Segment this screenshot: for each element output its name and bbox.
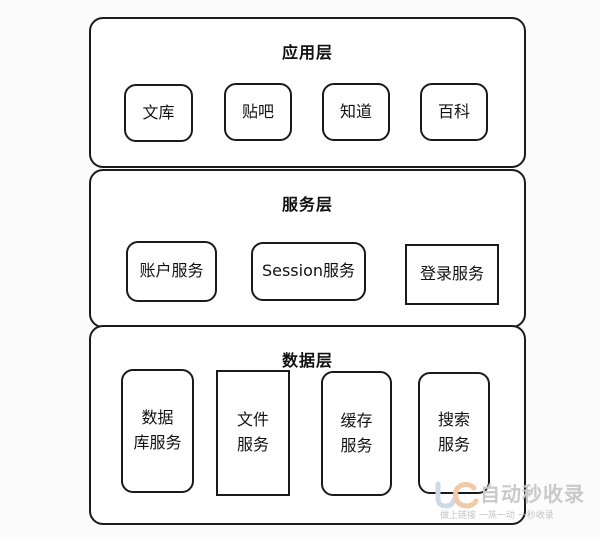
cache-service-label-line1: 缓存 xyxy=(340,410,373,430)
application-layer-title: 应用层 xyxy=(281,43,333,62)
database-service-box: 数据 库服务 xyxy=(121,369,194,493)
account-service-label: 账户服务 xyxy=(139,261,204,281)
watermark-brand: 自动秒收录 xyxy=(480,482,585,506)
zhidao-box: 知道 xyxy=(322,83,390,141)
application-layer: 应用层 文库 贴吧 知道 百科 xyxy=(89,17,526,168)
wenku-box: 文库 xyxy=(124,84,193,142)
database-service-label-line2: 库服务 xyxy=(133,433,182,452)
zhidao-label: 知道 xyxy=(339,101,372,121)
session-service-box: Session服务 xyxy=(251,242,366,301)
service-layer: 服务层 账户服务 Session服务 登录服务 xyxy=(89,169,526,328)
search-service-box: 搜索 服务 xyxy=(418,372,490,494)
cache-service-box: 缓存 服务 xyxy=(321,371,392,496)
database-service-label-line1: 数据 xyxy=(141,408,174,428)
login-service-label: 登录服务 xyxy=(419,264,484,284)
data-layer-title: 数据层 xyxy=(281,351,333,370)
data-layer: 数据层 数据 库服务 文件 服务 缓存 服务 搜索 服务 xyxy=(89,325,526,525)
cache-service-label-line2: 服务 xyxy=(340,435,373,455)
watermark: 自动秒收录 做上链接 一蒸一动 一秒收录 xyxy=(430,478,595,534)
search-service-label-line1: 搜索 xyxy=(437,410,470,430)
watermark-slogan: 做上链接 一蒸一动 一秒收录 xyxy=(440,511,554,521)
jc-logo-icon xyxy=(435,481,479,509)
wenku-label: 文库 xyxy=(142,102,175,122)
login-service-box: 登录服务 xyxy=(405,244,499,305)
search-service-label-line2: 服务 xyxy=(437,435,470,454)
session-service-label: Session服务 xyxy=(261,261,356,281)
tieba-box: 贴吧 xyxy=(224,83,292,141)
baike-box: 百科 xyxy=(420,83,488,141)
service-layer-title: 服务层 xyxy=(281,195,333,214)
baike-label: 百科 xyxy=(437,101,470,121)
account-service-box: 账户服务 xyxy=(126,241,217,302)
file-service-box: 文件 服务 xyxy=(216,370,290,496)
file-service-label-line1: 文件 xyxy=(236,410,269,430)
tieba-label: 贴吧 xyxy=(241,101,274,121)
file-service-label-line2: 服务 xyxy=(236,435,269,454)
